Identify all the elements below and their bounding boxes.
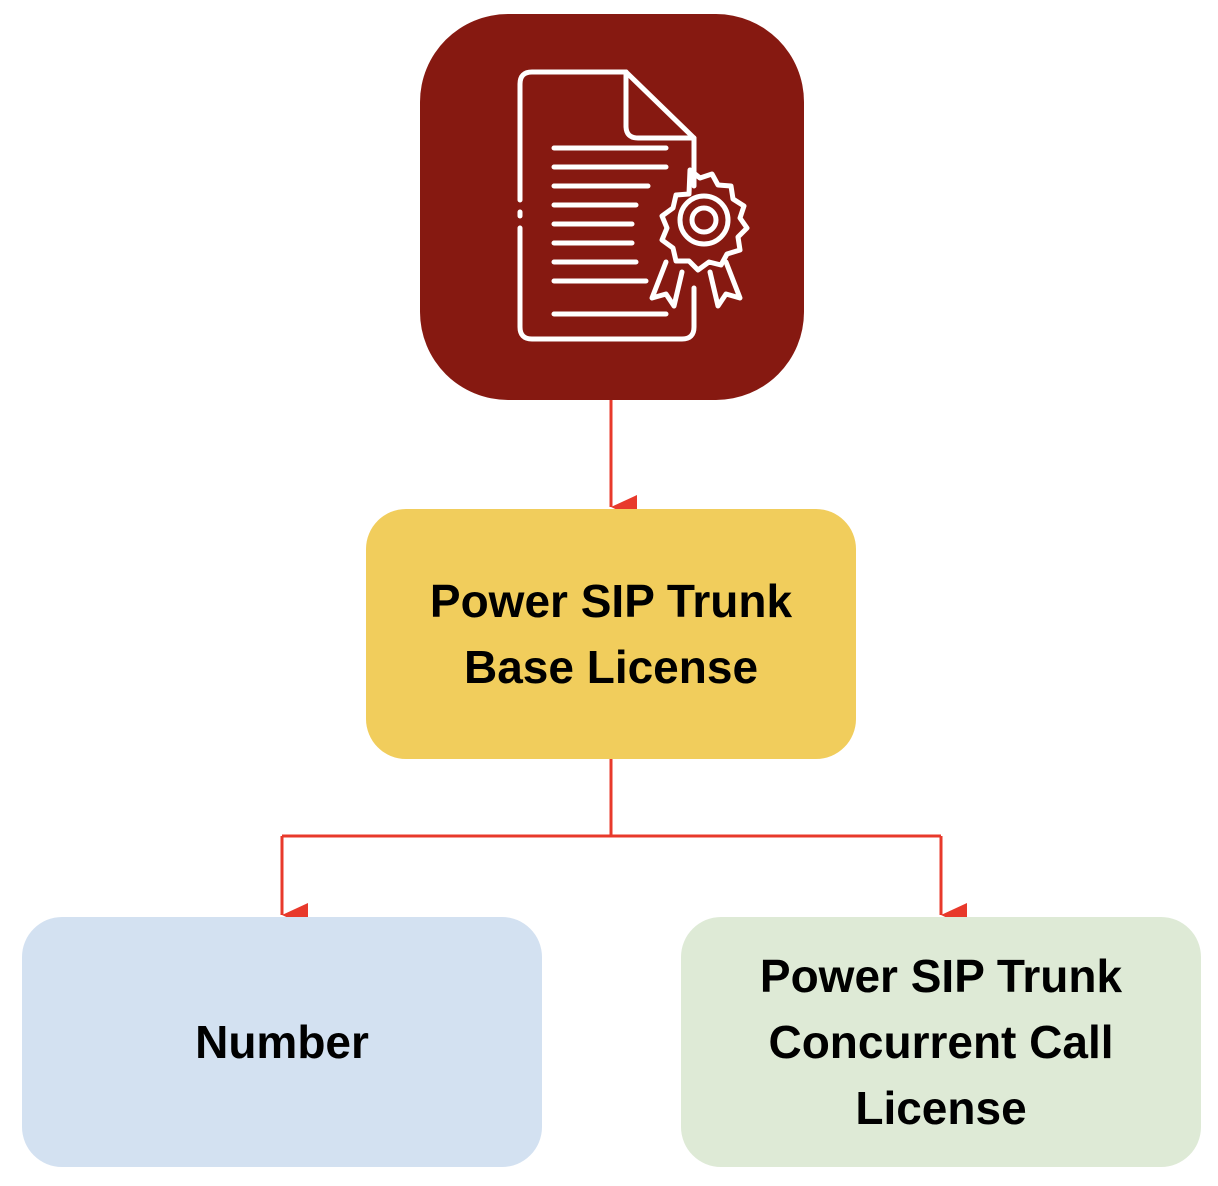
concurrent-call-license-node: Power SIP Trunk Concurrent Call License xyxy=(681,917,1201,1167)
number-label: Number xyxy=(195,1016,369,1068)
license-icon-tile xyxy=(420,14,804,400)
number-node: Number xyxy=(22,917,542,1167)
base-license-node: Power SIP Trunk Base License xyxy=(366,509,856,759)
concurrent-call-license-label: Power SIP Trunk Concurrent Call License xyxy=(759,950,1123,1134)
certificate-document-icon xyxy=(517,69,750,342)
base-license-label: Power SIP Trunk Base License xyxy=(429,575,793,693)
